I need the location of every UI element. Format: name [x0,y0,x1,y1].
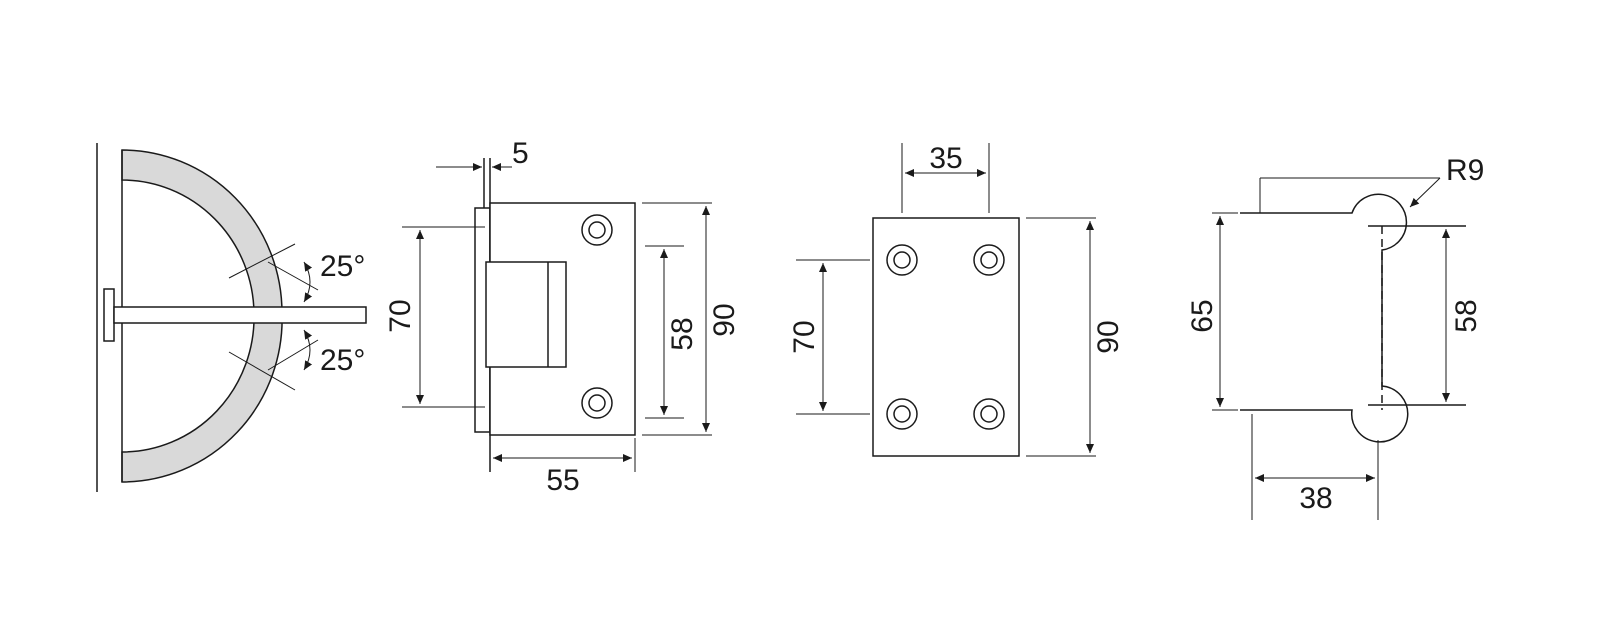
inner-height-label: 58 [666,317,699,350]
plate-spacing-label: 70 [788,320,821,353]
screw-top [581,214,613,246]
plate-view: 35 70 90 [788,142,1125,457]
pivot-block [485,261,567,368]
thickness-label: 5 [512,137,529,170]
side-view-angle: 25° 25° [96,143,367,492]
swing-arc-band [121,149,283,483]
hole-spacing-label: 70 [384,299,417,332]
screw-bottom [581,387,613,419]
profile-width-label: 38 [1299,482,1332,515]
angle-ref-lower-left [228,351,296,391]
angle-arrow-bottom [303,329,313,371]
profile-height-label: 65 [1186,299,1219,332]
plate-screw-bottom-right [973,398,1005,430]
pitch-label: 35 [929,142,962,175]
plate-screw-top-right [973,244,1005,276]
angle-label-bottom: 25° [320,344,365,377]
height-label: 90 [708,303,741,336]
mount-flange [103,288,115,342]
radius-leader-arrow [1409,177,1441,208]
cutout-profile-outline [1240,193,1409,443]
front-view: 5 70 58 90 55 [384,137,741,497]
angle-label-top: 25° [320,250,365,283]
depth-label: 55 [546,464,579,497]
angle-ref-upper-left [228,243,296,279]
angle-arrow-top [303,261,313,303]
plate-screw-top-left [886,244,918,276]
profile-inner-label: 58 [1450,299,1483,332]
plate-screw-bottom-left [886,398,918,430]
plate-height-label: 90 [1092,320,1125,353]
radius-label: R9 [1446,154,1484,187]
profile-view: R9 65 58 38 [1186,154,1484,520]
glass-panel [113,306,367,324]
